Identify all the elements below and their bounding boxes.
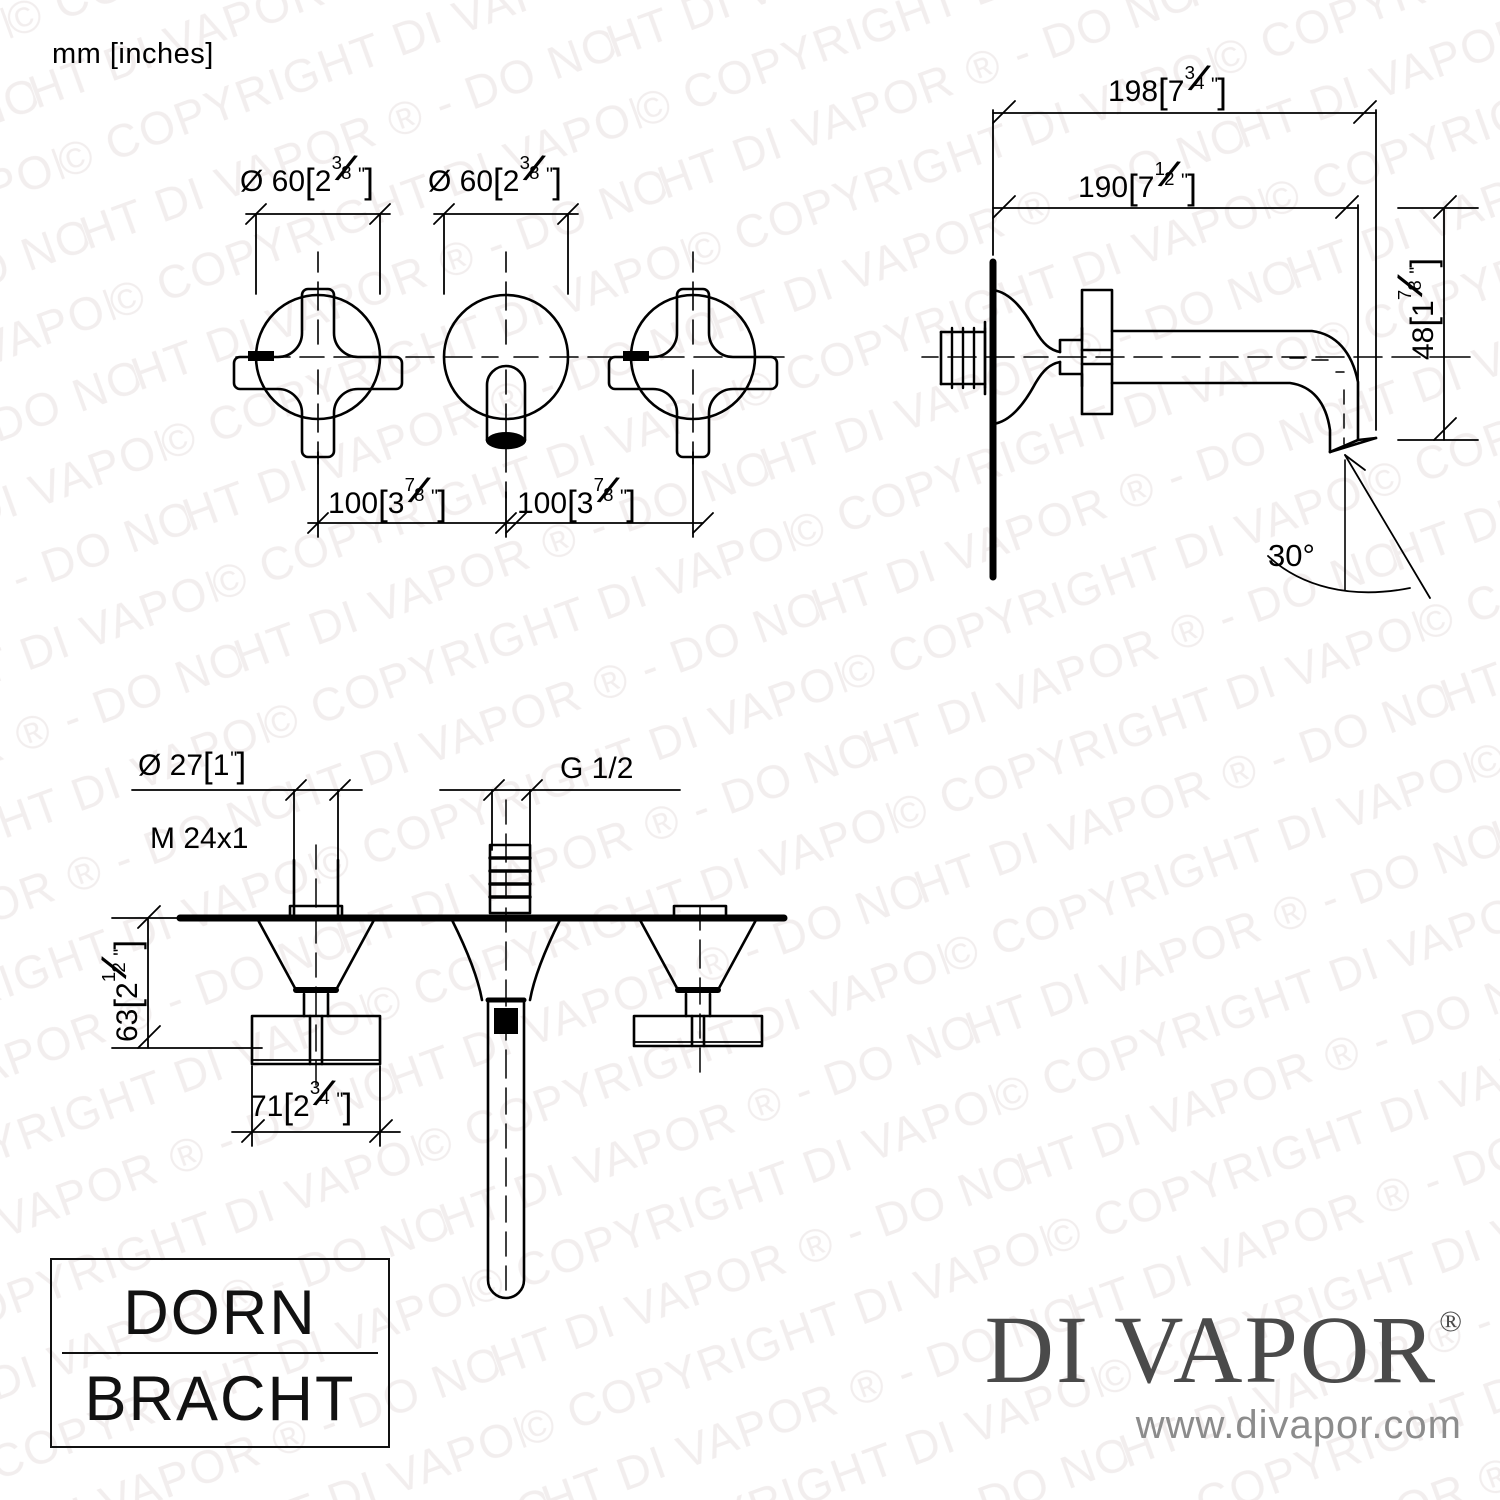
- dim-label-body-dia: Ø 27[1"]: [138, 745, 247, 785]
- units-note: mm [inches]: [52, 38, 214, 70]
- supplier-logo-name-text: DI VAPOR: [984, 1296, 1438, 1403]
- brand-logo-line2: BRACHT: [84, 1364, 356, 1434]
- dim-label-thread-spout: G 1/2: [560, 752, 634, 785]
- brand-logo-divider: [62, 1352, 378, 1354]
- supplier-logo-divapor: DI VAPOR® www.divapor.com: [985, 1290, 1462, 1448]
- front-view-geometry: [232, 251, 785, 499]
- side-view-geometry: [921, 258, 1471, 599]
- dim-label-thread-handle: M 24x1: [150, 822, 249, 855]
- registered-mark-icon: ®: [1439, 1305, 1464, 1338]
- brand-logo-line1: DORN: [123, 1278, 317, 1348]
- supplier-logo-name: DI VAPOR®: [985, 1290, 1462, 1400]
- section-view-geometry: [176, 799, 788, 1300]
- dim-label-outlet-angle: 30°: [1268, 538, 1315, 573]
- supplier-website-url: www.divapor.com: [1135, 1403, 1462, 1447]
- brand-logo-dornbracht: DORN BRACHT: [50, 1258, 390, 1448]
- front-view-dimensions: [245, 203, 714, 538]
